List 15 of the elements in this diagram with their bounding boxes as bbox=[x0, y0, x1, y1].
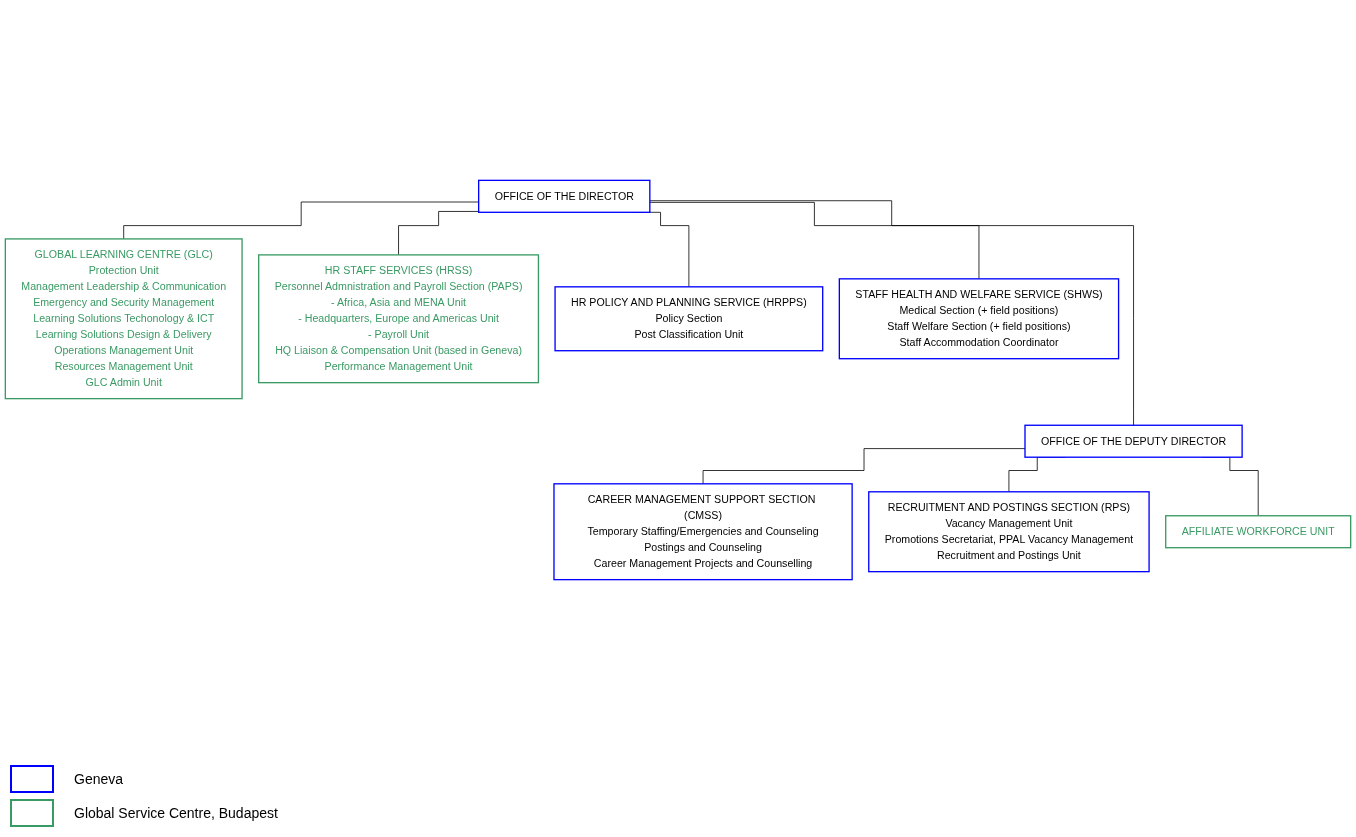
node-box: GLOBAL LEARNING CENTRE (GLC) Protection Unit Management Leadership & Communication Emergency and Security Management Learning Solutions Techonology & ICT Learning Solutions Design & Delivery Operations Management Unit Resources Management Unit GLC Admin Unit bbox=[4, 238, 243, 400]
node-box: CAREER MANAGEMENT SUPPORT SECTION (CMSS) Temporary Staffing/Emergencies and Counseling Postings and Counseling Career Management Projects and Counselling bbox=[553, 483, 853, 581]
node-box: OFFICE OF THE DEPUTY DIRECTOR bbox=[1024, 424, 1243, 458]
connector bbox=[398, 211, 480, 256]
legend-label: Global Service Centre, Budapest bbox=[74, 805, 278, 821]
node-box: RECRUITMENT AND POSTINGS SECTION (RPS) Vacancy Management Unit Promotions Secretariat, PPAL Vacancy Management Recruitment and Postings Unit bbox=[868, 491, 1150, 573]
connector bbox=[649, 201, 980, 280]
node-box: HR STAFF SERVICES (HRSS) Personnel Admnistration and Payroll Section (PAPS) - Africa, Asia and MENA Unit - Headquarters, Europe and Americas Unit - Payroll Unit HQ Liaison & Compensation Unit (based in Geneva) Performance Management Unit bbox=[258, 254, 540, 384]
connector bbox=[702, 448, 1026, 485]
legend-label: Geneva bbox=[74, 771, 124, 787]
node-box: AFFILIATE WORKFORCE UNIT bbox=[1165, 515, 1352, 549]
node-box: OFFICE OF THE DIRECTOR bbox=[478, 179, 651, 213]
node-box: STAFF HEALTH AND WELFARE SERVICE (SHWS) Medical Section (+ field positions) Staff Welfare Section (+ field positions) Staff Accommodation Coordinator bbox=[838, 278, 1120, 360]
node-box: HR POLICY AND PLANNING SERVICE (HRPPS) Policy Section Post Classification Unit bbox=[554, 286, 824, 352]
connector bbox=[649, 200, 1134, 426]
